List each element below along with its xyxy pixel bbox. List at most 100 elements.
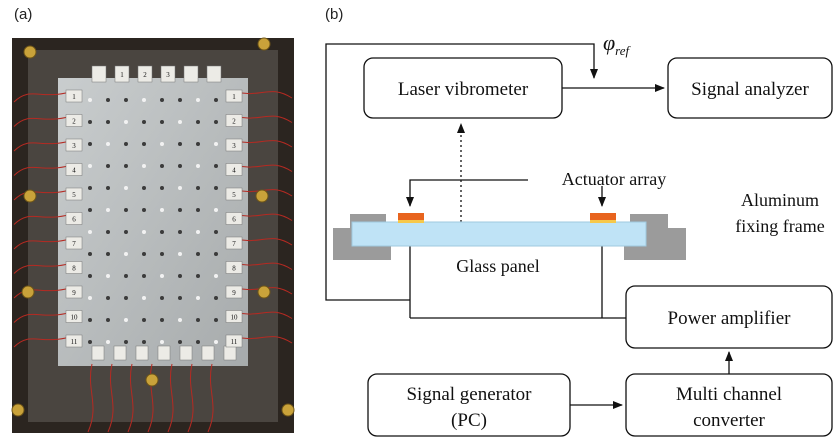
multi-channel-label: Multi channel [676, 384, 782, 405]
bolt [257, 37, 271, 51]
grid-dot [196, 164, 200, 168]
bolt [23, 189, 37, 203]
grid-dot [88, 296, 92, 300]
grid-dot [160, 186, 164, 190]
photo-wires [13, 91, 293, 433]
grid-dot [214, 230, 218, 234]
phi-ref-symbol: φref [603, 30, 632, 58]
actuator-pointer-left [406, 179, 528, 207]
grid-dot [142, 120, 146, 124]
grid-dot [88, 186, 92, 190]
wire [13, 189, 71, 201]
wire [13, 263, 71, 274]
grid-dot [160, 252, 164, 256]
grid-dot [196, 142, 200, 146]
wire [235, 238, 293, 246]
wire [235, 140, 293, 148]
grid-dot [106, 164, 110, 168]
grid-dot [88, 318, 92, 322]
wire [87, 363, 94, 433]
grid-dot [178, 208, 182, 212]
grid-dot [214, 164, 218, 168]
grid-dot [88, 142, 92, 146]
grid-dot [106, 340, 110, 344]
glass-panel-assembly [333, 213, 686, 260]
grid-dot [124, 186, 128, 190]
grid-dot [160, 230, 164, 234]
actuator-tag-label: 10 [231, 314, 239, 322]
grid-dot [214, 120, 218, 124]
signal-generator-label: Signal generator [406, 384, 532, 405]
converter-label: converter [693, 410, 765, 431]
actuator-tag-label: 1 [120, 71, 124, 79]
wire [235, 213, 293, 221]
wire [13, 214, 71, 225]
wire [107, 363, 114, 433]
grid-dot [160, 318, 164, 322]
grid-dot [196, 186, 200, 190]
grid-dot [196, 98, 200, 102]
grid-dot [178, 252, 182, 256]
grid-dot [142, 252, 146, 256]
grid-dot [214, 98, 218, 102]
grid-dot [124, 230, 128, 234]
grid-dot [160, 208, 164, 212]
grid-dot [88, 340, 92, 344]
wire [13, 91, 71, 103]
grid-dot [196, 274, 200, 278]
actuator-tag-label: 6 [232, 216, 236, 224]
actuator-tag [114, 65, 130, 83]
grid-dot [160, 274, 164, 278]
grid-dot [196, 208, 200, 212]
grid-dot [178, 296, 182, 300]
signal-analyzer-box [667, 57, 833, 119]
grid-dot [142, 164, 146, 168]
bolt [21, 285, 35, 299]
grid-dot [196, 120, 200, 124]
aluminum-label: Aluminum [741, 190, 819, 210]
actuator-tag [225, 310, 243, 323]
grid-dot [88, 164, 92, 168]
actuator-tag-label: 9 [232, 289, 236, 297]
actuator-tag-label: 11 [71, 338, 78, 346]
glass-panel-label: Glass panel [456, 256, 539, 276]
panel-b-label: (b) [325, 6, 344, 23]
grid-dot [124, 252, 128, 256]
power-amplifier-box [625, 285, 833, 349]
actuator-tag [65, 138, 83, 152]
laser-vibrometer-label: Laser vibrometer [398, 79, 529, 100]
grid-dot [142, 142, 146, 146]
grid-dot [88, 230, 92, 234]
wire [147, 363, 154, 433]
grid-dot [142, 274, 146, 278]
reference-signal-line [325, 43, 598, 301]
grid-dot [142, 230, 146, 234]
actuator-tag [65, 310, 83, 323]
grid-dot [196, 318, 200, 322]
actuator-tag-label: 3 [166, 71, 170, 79]
grid-dot [178, 274, 182, 278]
actuator-tag-label: 1 [232, 93, 236, 101]
grid-dot [178, 230, 182, 234]
wire [235, 336, 293, 344]
grid-dot [196, 252, 200, 256]
grid-dot [124, 98, 128, 102]
panel-a-label: (a) [14, 6, 33, 23]
wire [235, 262, 293, 270]
grid-dot [106, 120, 110, 124]
actuator-tag-label: 8 [72, 265, 76, 273]
photo-bolts [11, 37, 295, 417]
grid-dot [142, 186, 146, 190]
actuator-tag-label: 5 [232, 191, 236, 199]
actuator-right-base [590, 220, 616, 223]
grid-dot [160, 98, 164, 102]
grid-dot [160, 340, 164, 344]
actuator-tag-label: 1 [72, 93, 76, 101]
actuator-tag-label: 3 [232, 142, 236, 150]
grid-dot [178, 340, 182, 344]
grid-dot [196, 296, 200, 300]
actuator-tag-label: 7 [232, 240, 236, 248]
grid-dot [214, 142, 218, 146]
grid-dot [124, 164, 128, 168]
